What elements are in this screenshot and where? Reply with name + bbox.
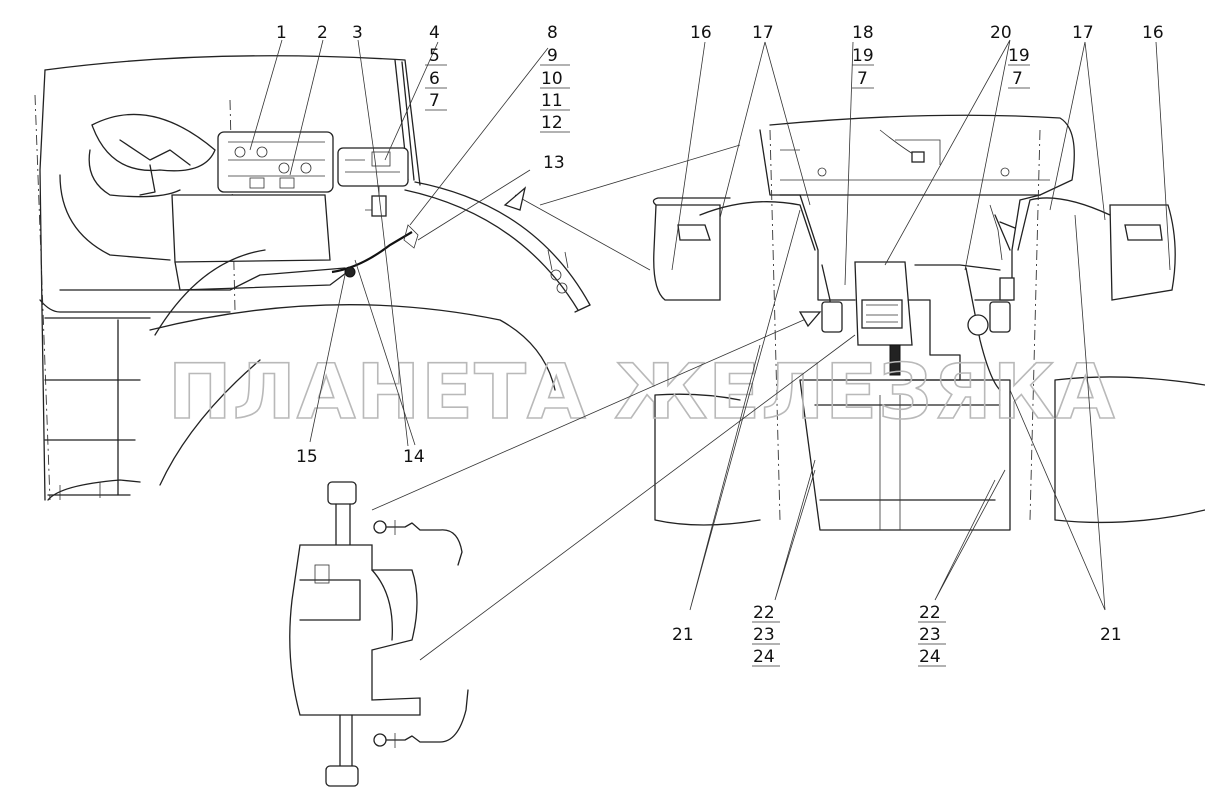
- callout-17-left: 17: [752, 23, 774, 43]
- callout-1: 1: [276, 23, 287, 43]
- callout-19b: 19: [1008, 46, 1030, 66]
- callout-24-right: 24: [919, 647, 941, 667]
- callout-21-right: 21: [1100, 625, 1122, 645]
- callout-22-right: 22: [919, 603, 941, 623]
- callout-20: 20: [990, 23, 1012, 43]
- callout-3: 3: [352, 23, 363, 43]
- callout-numbers: 1 2 3 4 5 6 7 8 9 10 11 12 13 14 15 16 1…: [276, 23, 1164, 667]
- callout-5: 5: [429, 46, 440, 66]
- callout-21-left: 21: [672, 625, 694, 645]
- leader-lines: [249, 39, 1171, 667]
- callout-17-right: 17: [1072, 23, 1094, 43]
- callout-7a: 7: [429, 91, 440, 111]
- callout-10: 10: [541, 69, 563, 89]
- callout-18: 18: [852, 23, 874, 43]
- callout-16-right: 16: [1142, 23, 1164, 43]
- callout-14: 14: [403, 447, 425, 467]
- callout-23-right: 23: [919, 625, 941, 645]
- callout-15: 15: [296, 447, 318, 467]
- callout-7b: 7: [857, 69, 868, 89]
- callout-8: 8: [547, 23, 558, 43]
- callout-13: 13: [543, 153, 565, 173]
- callout-19a: 19: [852, 46, 874, 66]
- callout-16-left: 16: [690, 23, 712, 43]
- tractor-rear-view: [652, 114, 1205, 531]
- valve-block-detail: [289, 481, 469, 787]
- callout-6: 6: [429, 69, 440, 89]
- callout-12: 12: [541, 113, 563, 133]
- callout-24-left: 24: [753, 647, 775, 667]
- callout-11: 11: [541, 91, 563, 111]
- callout-9: 9: [547, 46, 558, 66]
- callout-7c: 7: [1012, 69, 1023, 89]
- cab-side-view: [34, 55, 591, 501]
- callout-2: 2: [317, 23, 328, 43]
- callout-4: 4: [429, 23, 440, 43]
- callout-22-left: 22: [753, 603, 775, 623]
- callout-23-left: 23: [753, 625, 775, 645]
